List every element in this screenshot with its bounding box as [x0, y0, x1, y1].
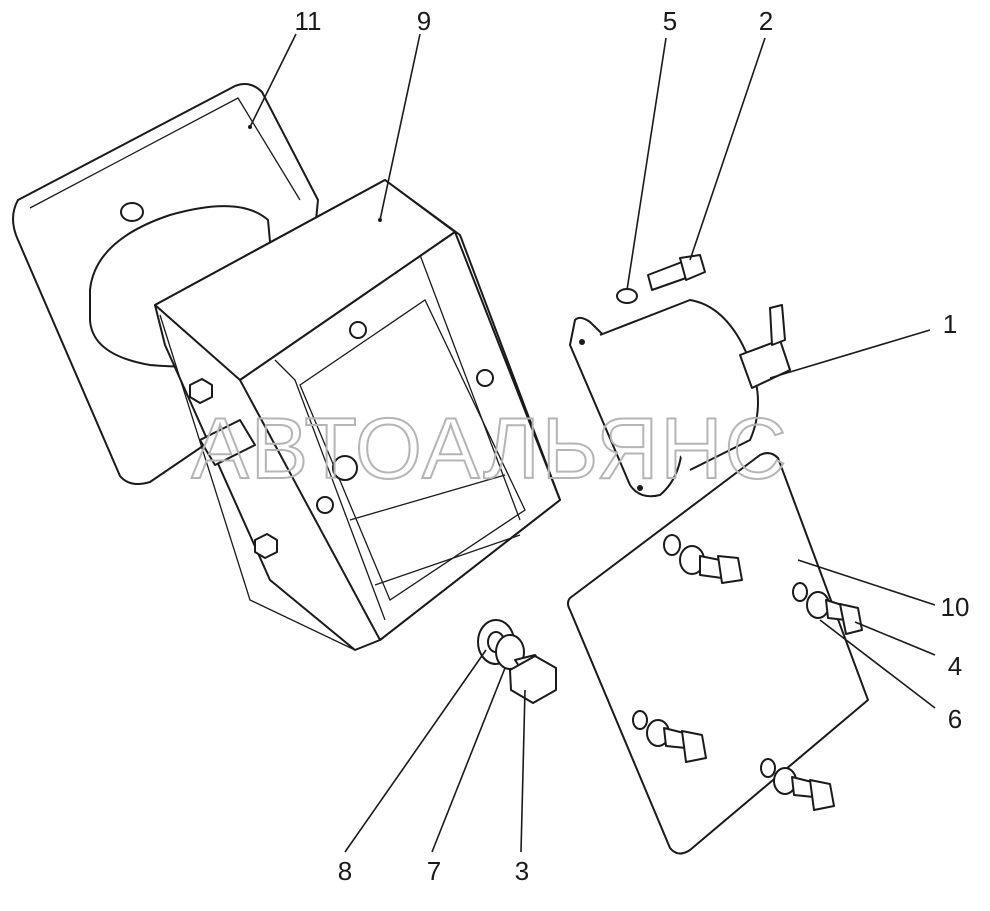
leader-8: [344, 649, 487, 853]
watermark-text: АВТОАЛЬЯНС: [191, 401, 788, 497]
leader-9: [379, 33, 421, 221]
leader-2: [689, 37, 766, 261]
plate-bolt-top-left: [663, 534, 743, 584]
part-1-instrument: [569, 299, 791, 498]
leader-10: [797, 559, 936, 606]
callout-11: 11: [295, 6, 322, 36]
callout-1: 1: [943, 309, 957, 339]
plate-bolt-bottom-left: [632, 710, 707, 763]
callout-7: 7: [427, 856, 441, 886]
leader-5: [626, 37, 667, 291]
callout-6: 6: [948, 704, 962, 734]
part-6-4-plate-bolt-right: [792, 582, 863, 635]
part-5-washer: [616, 288, 638, 304]
leader-3: [520, 689, 526, 853]
part-10-cover-plate: [567, 452, 869, 855]
leader-7: [431, 667, 506, 853]
part-2-bolt: [647, 254, 706, 291]
callout-labels: 11 9 5 2 1 10 4 6 8 7 3: [295, 6, 970, 886]
callout-9: 9: [417, 6, 431, 36]
callout-2: 2: [759, 6, 773, 36]
leader-1: [769, 329, 931, 379]
leader-11: [249, 33, 297, 128]
part-9-bracket-housing: [154, 179, 561, 651]
callout-5: 5: [663, 6, 677, 36]
parts-8-7-3-fastener-set: [477, 619, 557, 704]
callout-4: 4: [948, 651, 962, 681]
callout-10: 10: [941, 592, 970, 622]
callout-3: 3: [515, 856, 529, 886]
leader-lines: [249, 33, 936, 853]
leader-4: [854, 621, 936, 656]
plate-bolt-bottom-right: [760, 758, 835, 811]
leader-6: [819, 619, 936, 709]
callout-8: 8: [338, 856, 352, 886]
